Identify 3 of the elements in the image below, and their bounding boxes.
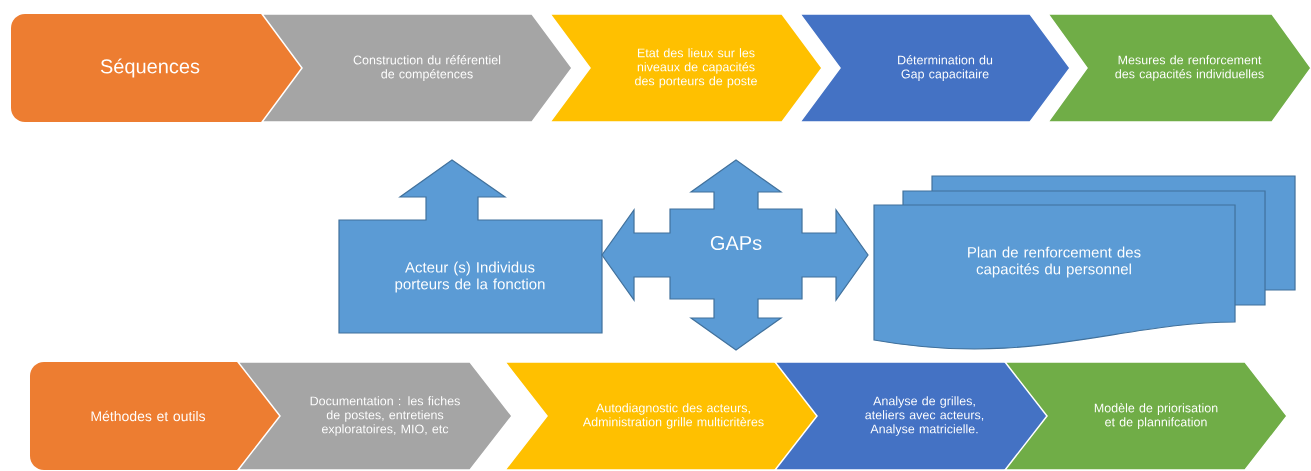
four-way-arrow-callout: GAPs — [601, 159, 869, 351]
up-arrow-callout: Acteur (s) Individus porteurs de la fonction — [338, 159, 603, 334]
document-stack: Plan de renforcement des capacités du personnel — [873, 175, 1296, 350]
